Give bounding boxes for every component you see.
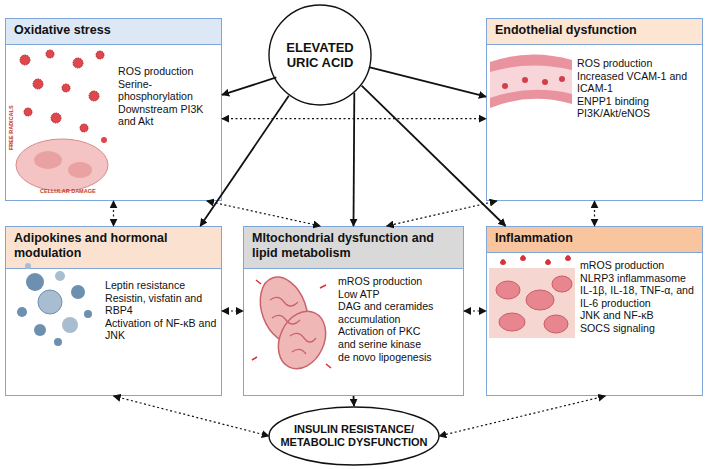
mechanism-box: Oxidative stressROS productionSerine-pho… — [5, 18, 222, 201]
node-title: INSULIN RESISTANCE/ METABOLIC DYSFUNCTIO… — [279, 423, 429, 449]
dotted-connector — [207, 201, 321, 226]
dotted-connector — [222, 310, 243, 311]
mechanism-item: IL-1β, IL-18, TNF-α, and IL-6 production — [580, 284, 698, 309]
mechanism-item: mROS production — [338, 275, 438, 288]
mechanism-item: Activation of PKC and serine kinase — [338, 325, 438, 350]
header-text: Endothelial dysfunction — [495, 23, 694, 38]
box-body: mROS productionNLRP3 inflammasomeIL-1β, … — [580, 259, 698, 335]
mechanism-item: ROS production — [577, 57, 689, 70]
header-text: Adipokines and hormonal modulation — [14, 231, 213, 261]
mechanism-box: Adipokines and hormonal modulationLeptin… — [5, 226, 222, 396]
dotted-connector — [439, 396, 605, 436]
mechanism-item: Activation of NF-κB and JNK — [105, 317, 219, 342]
box-header: Endothelial dysfunction — [487, 19, 702, 45]
illustration-label: CELLULAR DAMAGE — [40, 188, 96, 194]
box-header: Adipokines and hormonal modulation — [6, 227, 221, 269]
mechanism-item: ROS production — [118, 65, 218, 78]
header-text: Oxidative stress — [14, 23, 213, 38]
mechanism-item: Leptin resistance — [105, 279, 219, 292]
box-header: Oxidative stress — [6, 19, 221, 45]
box-body: Leptin resistanceResistin, visfatin and … — [105, 279, 219, 342]
box-header: Inflammation — [487, 227, 702, 253]
dotted-connector — [387, 201, 497, 226]
arrow-connector — [362, 86, 506, 226]
box-body: ROS productionIncreased VCAM-1 and ICAM-… — [577, 57, 689, 120]
mechanism-item: JNK and NF-κB — [580, 309, 698, 322]
node-text-holder: INSULIN RESISTANCE/ METABOLIC DYSFUNCTIO… — [268, 406, 440, 466]
mechanism-item: DAG and ceramides accumulation — [338, 300, 438, 325]
box-body: ROS productionSerine-phosphorylationDown… — [118, 65, 218, 128]
arrow-connector — [353, 93, 356, 226]
mechanism-box: Endothelial dysfunctionROS productionInc… — [486, 18, 703, 201]
mechanism-item: Serine-phosphorylation — [118, 78, 218, 103]
header-text: MItochondrial dysfunction and lipid meta… — [252, 231, 455, 261]
mechanism-item: de novo lipogenesis — [338, 351, 438, 364]
node-text-holder: ELEVATED URIC ACID — [268, 4, 372, 106]
mechanism-item: Increased VCAM-1 and ICAM-1 — [577, 70, 689, 95]
arrow-connector — [222, 77, 276, 94]
illustration-label: FREE RADICALS — [8, 105, 14, 150]
dotted-connector — [114, 396, 269, 436]
ellipse-node: INSULIN RESISTANCE/ METABOLIC DYSFUNCTIO… — [268, 406, 440, 466]
mechanism-item: Resistin, visfatin and RBP4 — [105, 292, 219, 317]
mechanism-item: PI3K/Akt/eNOS — [577, 107, 689, 120]
mechanism-item: SOCS signaling — [580, 322, 698, 335]
mechanism-item: Downstream PI3K and Akt — [118, 103, 218, 128]
mechanism-item: mROS production — [580, 259, 698, 272]
box-header: MItochondrial dysfunction and lipid meta… — [244, 227, 463, 269]
header-text: Inflammation — [495, 231, 694, 246]
mechanism-box: MItochondrial dysfunction and lipid meta… — [243, 226, 464, 396]
mechanism-box: Inflammation mROS productionNLRP3 inflamm… — [486, 226, 703, 396]
mechanism-item: ENPP1 binding — [577, 95, 689, 108]
dotted-connector — [222, 118, 486, 119]
circle-node: ELEVATED URIC ACID — [268, 4, 372, 106]
arrow-connector — [353, 396, 355, 406]
mechanism-item: Low ATP — [338, 288, 438, 301]
dotted-connector — [113, 201, 114, 226]
box-body: mROS productionLow ATPDAG and ceramides … — [338, 275, 438, 363]
dotted-connector — [594, 201, 595, 226]
dotted-connector — [464, 310, 486, 311]
mechanism-item: NLRP3 inflammasome — [580, 272, 698, 285]
arrow-connector — [369, 67, 486, 96]
node-title: ELEVATED URIC ACID — [280, 40, 360, 70]
circle-shape — [269, 5, 371, 105]
ellipse-shape — [269, 407, 439, 465]
